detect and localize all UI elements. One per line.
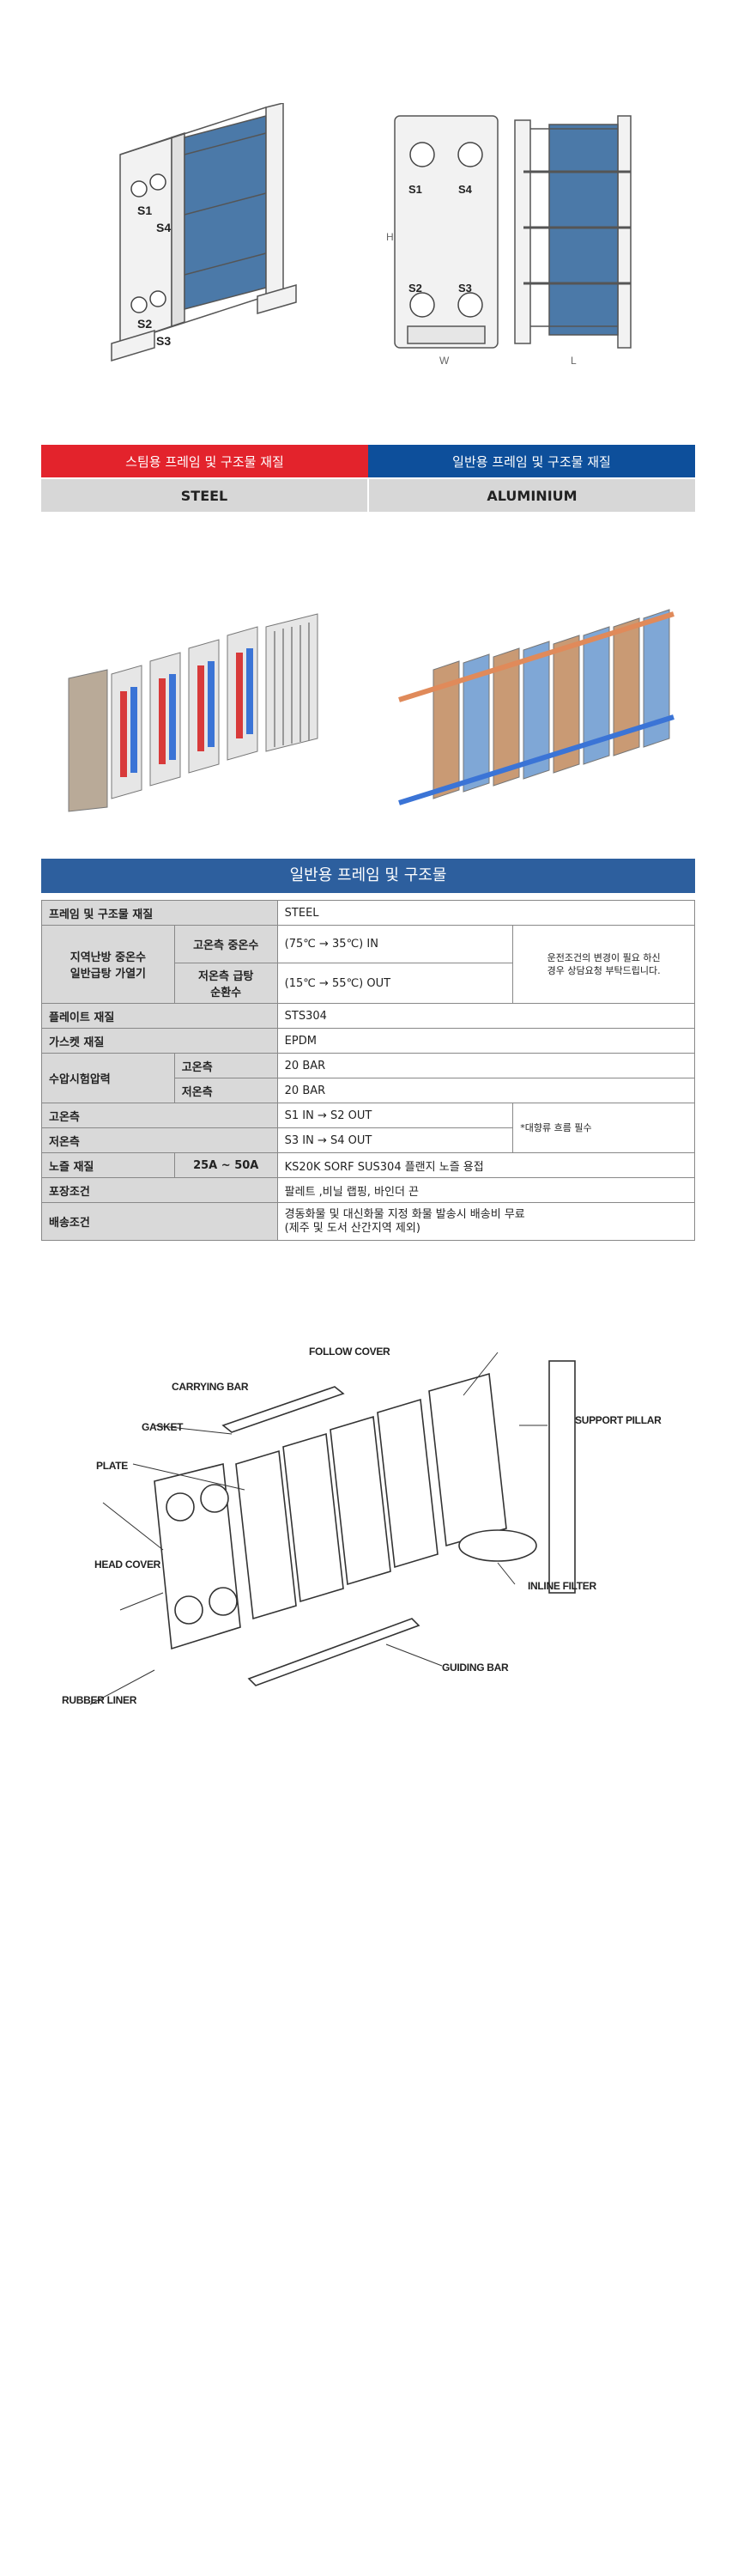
port-label-s3: S3	[156, 334, 171, 348]
spec-key: 지역난방 중온수 일반급탕 가열기	[41, 925, 175, 1004]
spec-key: 배송조건	[41, 1202, 278, 1241]
general-frame-value: ALUMINIUM	[367, 479, 695, 512]
dim-w-label: W	[439, 355, 450, 367]
port-label-s1: S1	[137, 204, 152, 217]
front-label-s2: S2	[408, 282, 422, 295]
spec-value: STEEL	[276, 900, 696, 926]
general-frame-header: 일반용 프레임 및 구조물 재질	[368, 445, 695, 477]
spec-key: 플레이트 재질	[41, 1003, 278, 1029]
spec-value: 팔레트 ,비닐 랩핑, 바인더 끈	[276, 1177, 696, 1203]
label-plate: PLATE	[96, 1460, 128, 1472]
spec-title: 일반용 프레임 및 구조물	[41, 859, 695, 893]
spec-value: 경동화물 및 대신화물 지정 화물 발송시 배송비 무료 (제주 및 도서 산간…	[276, 1202, 696, 1241]
port-label-s2: S2	[137, 317, 152, 331]
spec-value: (75℃ → 35℃) IN	[276, 925, 514, 963]
spec-key: 고온측	[41, 1103, 278, 1128]
spec-subkey: 고온측 중온수	[173, 925, 278, 963]
spec-value: STS304	[276, 1003, 696, 1029]
label-follow-cover: FOLLOW COVER	[309, 1346, 390, 1358]
spec-value: S1 IN → S2 OUT	[276, 1103, 514, 1128]
table-row: 수압시험압력 고온측 20 BAR	[41, 1053, 696, 1103]
spec-value: KS20K SORF SUS304 플랜지 노즐 용접	[276, 1152, 696, 1178]
heat-exchanger-isometric-drawing: S1 S4 S2 S3	[111, 103, 297, 362]
spec-key: 포장조건	[41, 1177, 278, 1203]
label-inline-filter: INLINE FILTER	[528, 1580, 596, 1592]
dim-l-label: L	[571, 355, 577, 367]
heat-exchanger-side-view: L	[514, 115, 632, 367]
port-label-s4: S4	[156, 221, 171, 234]
label-head-cover: HEAD COVER	[94, 1558, 161, 1571]
table-row: 노즐 재질 25A ~ 50A KS20K SORF SUS304 플랜지 노즐…	[41, 1152, 696, 1178]
front-label-s1: S1	[408, 183, 422, 196]
spec-table: 프레임 및 구조물 재질 STEEL 지역난방 중온수 일반급탕 가열기 고온측…	[41, 900, 696, 1241]
table-row: 플레이트 재질 STS304	[41, 1003, 696, 1029]
table-row: 프레임 및 구조물 재질 STEEL	[41, 900, 696, 926]
heat-exchanger-front-view: S1 S4 S2 S3 H W	[386, 115, 499, 367]
spec-note: 운전조건의 변경이 필요 하신 경우 상담요청 부탁드립니다.	[512, 925, 695, 1004]
table-row: 배송조건 경동화물 및 대신화물 지정 화물 발송시 배송비 무료 (제주 및 …	[41, 1202, 696, 1241]
frame-material-table: 스팀용 프레임 및 구조물 재질 일반용 프레임 및 구조물 재질 STEEL …	[41, 445, 695, 512]
top-drawings: S1 S4 S2 S3 S1 S4 S2 S3 H W	[0, 94, 738, 378]
exploded-parts-image	[89, 1352, 576, 1705]
spec-subkey: 저온측	[173, 1078, 278, 1103]
spec-note: *대향류 흐름 필수	[512, 1103, 695, 1153]
label-gasket: GASKET	[142, 1421, 184, 1433]
spec-key: 프레임 및 구조물 재질	[41, 900, 278, 926]
label-rubber-liner: RUBBER LINER	[62, 1694, 137, 1706]
spec-value: EPDM	[276, 1028, 696, 1054]
table-row: 가스켓 재질 EPDM	[41, 1028, 696, 1054]
spec-subkey: 25A ~ 50A	[173, 1152, 278, 1178]
parts-diagram: FOLLOW COVER CARRYING BAR GASKET PLATE H…	[0, 1327, 738, 1722]
spec-value: 20 BAR	[276, 1053, 696, 1078]
spec-value: S3 IN → S4 OUT	[276, 1127, 514, 1153]
front-label-s4: S4	[458, 183, 473, 196]
spec-subkey: 저온측 급탕 순환수	[173, 963, 278, 1004]
steam-exchanger-exploded-image	[68, 613, 318, 812]
table-row: 포장조건 팔레트 ,비닐 랩핑, 바인더 끈	[41, 1177, 696, 1203]
label-support-pillar: SUPPORT PILLAR	[575, 1414, 662, 1426]
label-guiding-bar: GUIDING BAR	[442, 1662, 509, 1674]
general-exchanger-exploded-image	[398, 609, 674, 805]
spec-key: 가스켓 재질	[41, 1028, 278, 1054]
spec-value: (15℃ → 55℃) OUT	[276, 963, 514, 1004]
spec-section: 일반용 프레임 및 구조물 프레임 및 구조물 재질 STEEL 지역난방 중온…	[41, 859, 696, 1241]
table-row: 저온측 S3 IN → S4 OUT	[41, 1127, 695, 1153]
label-carrying-bar: CARRYING BAR	[172, 1381, 249, 1393]
exploded-illustrations	[0, 592, 738, 824]
spec-key: 저온측	[41, 1127, 278, 1153]
front-label-s3: S3	[458, 282, 472, 295]
spec-value: 20 BAR	[276, 1078, 696, 1103]
steam-frame-header: 스팀용 프레임 및 구조물 재질	[41, 445, 368, 477]
table-row: 지역난방 중온수 일반급탕 가열기 고온측 중온수 (75℃ → 35℃) IN…	[41, 925, 695, 1004]
dim-h-label: H	[386, 231, 394, 243]
spec-subkey: 고온측	[173, 1053, 278, 1078]
steam-frame-value: STEEL	[41, 479, 367, 512]
spec-key: 노즐 재질	[41, 1152, 175, 1178]
table-row: 고온측 S1 IN → S2 OUT *대향류 흐름 필수	[41, 1103, 695, 1153]
table-row: 저온측 급탕 순환수 (15℃ → 55℃) OUT	[42, 963, 695, 1004]
spec-key: 수압시험압력	[41, 1053, 175, 1103]
table-row: 저온측 20 BAR	[42, 1078, 696, 1103]
